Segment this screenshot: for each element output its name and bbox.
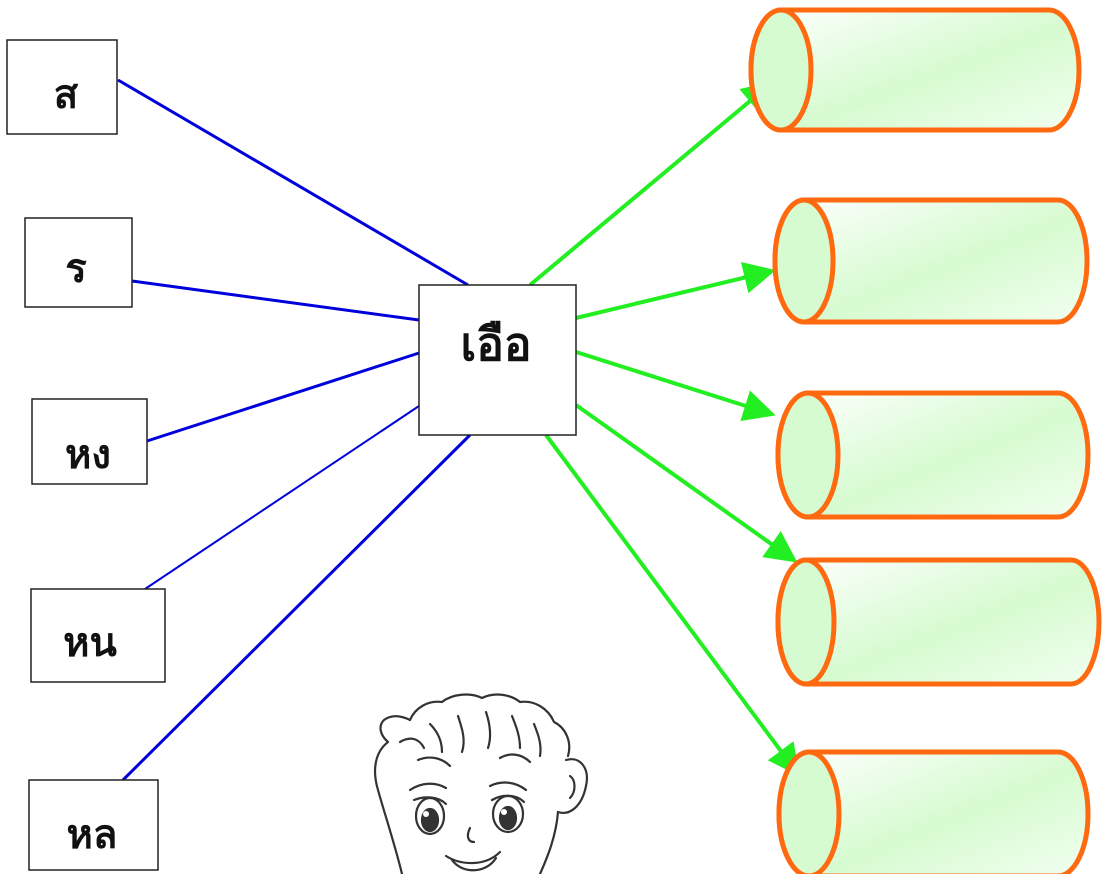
initial-label-hn: หน bbox=[63, 620, 117, 666]
arrow-1 bbox=[528, 80, 775, 287]
answer-cylinder-1[interactable] bbox=[748, 7, 1082, 133]
connector-line-sor bbox=[117, 78, 469, 287]
initial-box-hn: หน bbox=[30, 588, 166, 683]
arrow-4 bbox=[574, 403, 798, 563]
arrow-3 bbox=[575, 350, 776, 421]
arrows bbox=[528, 80, 800, 777]
connector-line-hl bbox=[121, 433, 472, 782]
initial-label-hng: หง bbox=[65, 432, 111, 478]
initial-box-ror: ร bbox=[24, 217, 133, 308]
initial-label-ror: ร bbox=[65, 246, 87, 292]
initial-box-hng: หง bbox=[31, 398, 148, 485]
initial-box-hl: หล bbox=[28, 779, 159, 871]
answer-cylinder-2[interactable] bbox=[772, 197, 1090, 325]
initial-label-hl: หล bbox=[67, 812, 118, 858]
boy-face-sketch-icon bbox=[373, 693, 588, 874]
connector-lines bbox=[117, 78, 472, 782]
initial-box-sor: ส bbox=[6, 39, 118, 135]
initial-boxes: ส ร หง หน หล bbox=[6, 39, 166, 871]
connector-line-hn bbox=[144, 405, 420, 590]
connector-line-hng bbox=[146, 351, 420, 443]
answer-cylinder-3[interactable] bbox=[775, 390, 1091, 520]
answer-cylinders bbox=[748, 7, 1102, 874]
arrow-5 bbox=[544, 433, 800, 777]
center-box: เอือ bbox=[418, 284, 577, 436]
arrow-2 bbox=[575, 262, 776, 320]
center-label: เอือ bbox=[461, 317, 532, 371]
answer-cylinder-5[interactable] bbox=[776, 749, 1091, 874]
initial-label-sor: ส bbox=[54, 72, 79, 118]
connector-line-ror bbox=[131, 279, 420, 322]
answer-cylinder-4[interactable] bbox=[775, 557, 1102, 687]
